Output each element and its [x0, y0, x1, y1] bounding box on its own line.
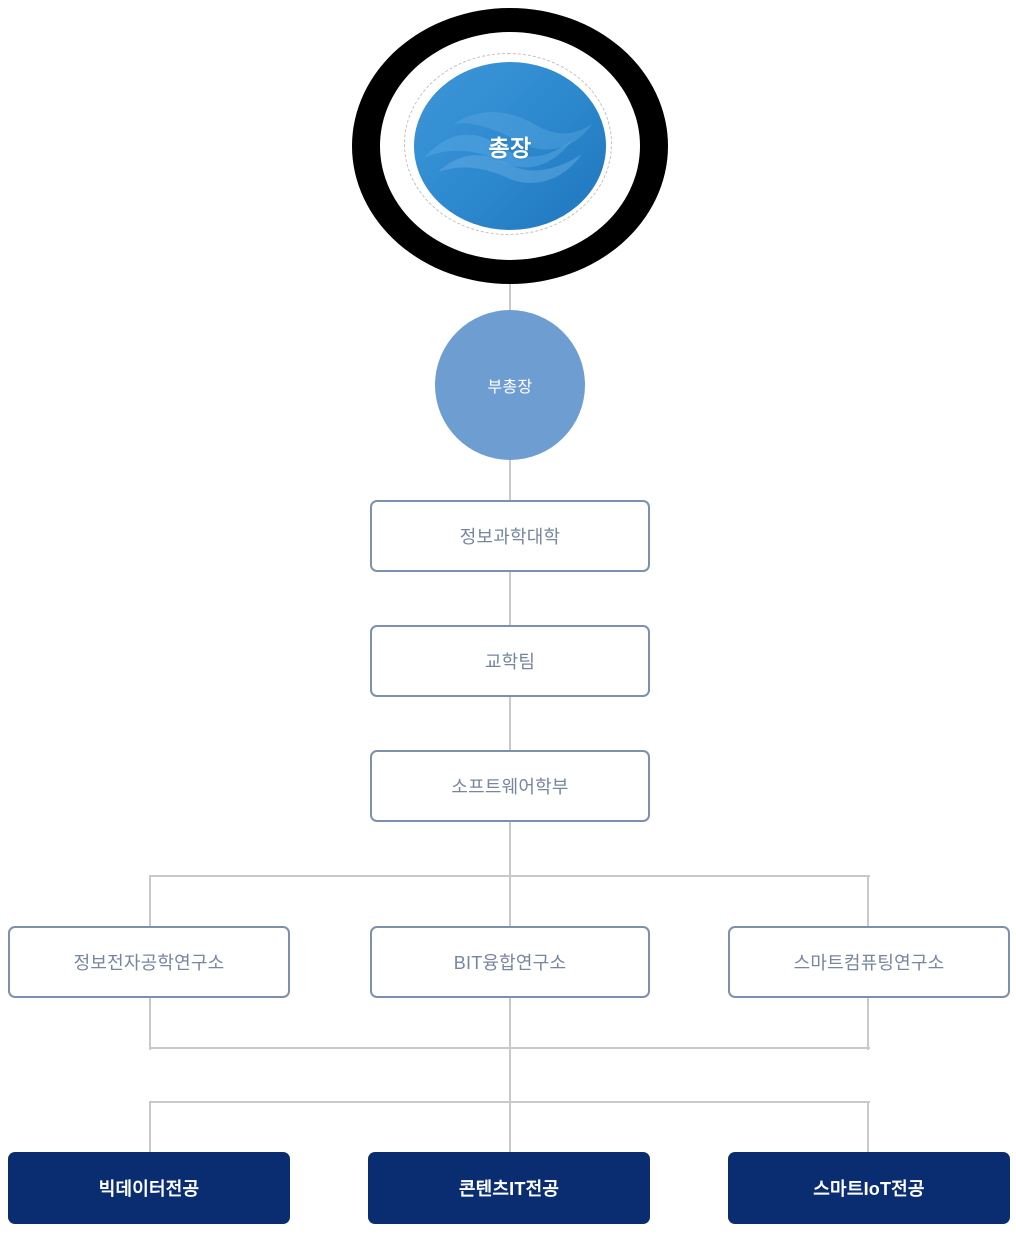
node-institute-info-electronics-label: 정보전자공학연구소 — [73, 953, 225, 973]
president-dashed-ring — [404, 53, 612, 235]
connector-college-to-team — [509, 568, 511, 628]
node-academic-team-label: 교학팀 — [484, 652, 536, 672]
node-institute-smart-computing-label: 스마트컴퓨팅연구소 — [793, 953, 945, 973]
node-college[interactable]: 정보과학대학 — [370, 500, 650, 572]
node-institute-info-electronics[interactable]: 정보전자공학연구소 — [8, 926, 290, 998]
vice-president-label: 부총장 — [487, 379, 533, 396]
connector-major-bus-left-down — [149, 1101, 151, 1156]
node-major-bigdata-label: 빅데이터전공 — [98, 1179, 200, 1199]
president-label: 총장 — [488, 135, 532, 161]
node-institute-smart-computing[interactable]: 스마트컴퓨팅연구소 — [728, 926, 1010, 998]
node-academic-team[interactable]: 교학팀 — [370, 625, 650, 697]
node-institute-bit-convergence[interactable]: BIT융합연구소 — [370, 926, 650, 998]
node-major-contents-it-label: 콘텐츠IT전공 — [458, 1179, 560, 1199]
node-institute-bit-convergence-label: BIT융합연구소 — [453, 953, 567, 973]
node-software-department[interactable]: 소프트웨어학부 — [370, 750, 650, 822]
node-major-smart-iot[interactable]: 스마트IoT전공 — [728, 1152, 1010, 1224]
president-circle[interactable]: 총장 — [414, 62, 606, 230]
node-college-label: 정보과학대학 — [459, 527, 561, 547]
node-major-contents-it[interactable]: 콘텐츠IT전공 — [368, 1152, 650, 1224]
connector-dept-to-institute-bus — [509, 820, 511, 878]
node-vice-president[interactable]: 부총장 — [435, 310, 585, 460]
connector-team-to-dept — [509, 693, 511, 753]
node-major-bigdata[interactable]: 빅데이터전공 — [8, 1152, 290, 1224]
major-bus-top — [150, 1101, 870, 1103]
connector-president-to-vp — [509, 275, 511, 317]
node-software-department-label: 소프트웨어학부 — [451, 777, 569, 797]
connector-vp-to-college — [509, 455, 511, 505]
node-president[interactable]: 총장 — [352, 8, 668, 284]
node-major-smart-iot-label: 스마트IoT전공 — [813, 1179, 925, 1199]
connector-major-bus-right-down — [867, 1101, 869, 1156]
